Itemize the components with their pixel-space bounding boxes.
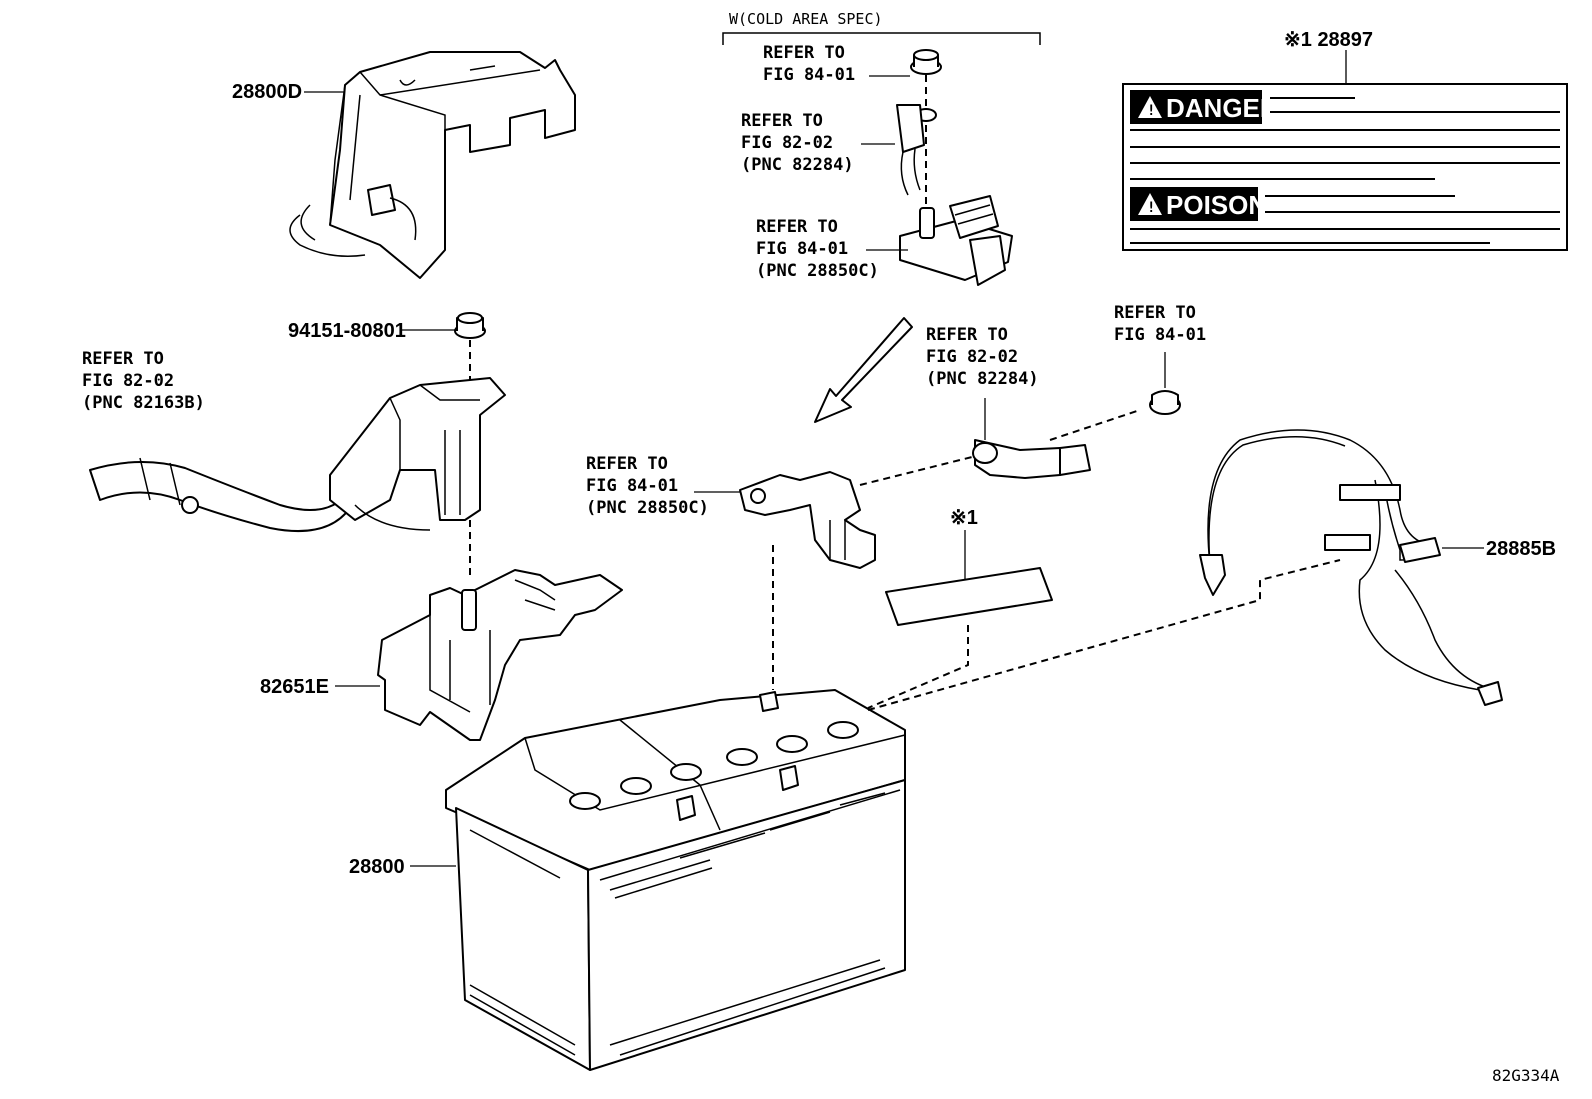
part-number-bolt: 94151-80801 — [288, 320, 406, 342]
warning-label-28897: ! DANGER ! POISON — [1122, 83, 1568, 251]
svg-text:FIG 84-01: FIG 84-01 — [763, 65, 855, 85]
callout-right-nut: REFER TO FIG 84-01 — [1114, 303, 1206, 345]
mid-cable-end — [972, 439, 1091, 479]
svg-text:(PNC 28850C): (PNC 28850C) — [586, 498, 709, 518]
svg-text:(PNC 28850C): (PNC 28850C) — [756, 261, 879, 281]
svg-text:FIG 82-02: FIG 82-02 — [741, 133, 833, 153]
cold-area-spec-label: W(COLD AREA SPEC) — [729, 10, 883, 28]
cold-spec-nut — [910, 49, 942, 75]
callout-left-harness: REFER TO FIG 82-02 (PNC 82163B) — [82, 349, 205, 413]
positive-harness — [89, 377, 506, 532]
danger-text: DANGER — [1166, 93, 1279, 123]
svg-text:REFER TO: REFER TO — [1114, 303, 1196, 323]
caution-label-part: ※1 — [885, 507, 1053, 626]
svg-text:REFER TO: REFER TO — [763, 43, 845, 63]
warning-triangle-icon — [1138, 96, 1162, 118]
svg-text:(PNC 82284): (PNC 82284) — [741, 155, 854, 175]
diagram-code: 82G334A — [1492, 1066, 1560, 1085]
svg-text:REFER TO: REFER TO — [82, 349, 164, 369]
bolt-94151 — [454, 312, 486, 339]
svg-text:(PNC 82284): (PNC 82284) — [926, 369, 1039, 389]
svg-text:REFER TO: REFER TO — [756, 217, 838, 237]
callout-top-nut: REFER TO FIG 84-01 — [763, 43, 855, 85]
part-number-label: ※1 28897 — [1284, 29, 1373, 51]
callout-top-cable: REFER TO FIG 82-02 (PNC 82284) — [741, 111, 854, 175]
warning-triangle-icon — [1138, 193, 1162, 215]
right-nut — [1149, 390, 1181, 415]
svg-text:REFER TO: REFER TO — [926, 325, 1008, 345]
svg-text:FIG 82-02: FIG 82-02 — [82, 371, 174, 391]
callout-mid-clamp: REFER TO FIG 84-01 (PNC 28850C) — [586, 454, 709, 518]
svg-text:FIG 84-01: FIG 84-01 — [586, 476, 678, 496]
svg-text:FIG 84-01: FIG 84-01 — [1114, 325, 1206, 345]
terminal-block-82651E — [377, 569, 623, 741]
svg-text:FIG 84-01: FIG 84-01 — [756, 239, 848, 259]
part-number-battery: 28800 — [349, 856, 405, 878]
svg-text:FIG 82-02: FIG 82-02 — [926, 347, 1018, 367]
cold-area-spec-group: W(COLD AREA SPEC) — [722, 10, 1041, 45]
part-number-cover: 28800D — [232, 81, 302, 103]
svg-text:REFER TO: REFER TO — [586, 454, 668, 474]
part-number-terminal-block: 82651E — [260, 676, 329, 698]
cold-spec-cable-end — [896, 104, 937, 196]
part-number-vent-hose: 28885B — [1486, 538, 1556, 560]
battery-cover — [289, 51, 576, 279]
mid-terminal-clamp — [739, 471, 876, 569]
cold-spec-clamp — [899, 195, 1013, 286]
label-ref-mark: ※1 — [950, 507, 978, 529]
battery-28800 — [445, 689, 906, 1071]
callout-top-clamp: REFER TO FIG 84-01 (PNC 28850C) — [756, 217, 879, 281]
svg-text:!: ! — [1147, 103, 1155, 119]
poison-text: POISON — [1166, 190, 1267, 220]
direction-arrow — [814, 317, 913, 423]
svg-text:REFER TO: REFER TO — [741, 111, 823, 131]
svg-text:!: ! — [1147, 200, 1155, 216]
vent-hose — [1199, 429, 1503, 706]
svg-text:(PNC 82163B): (PNC 82163B) — [82, 393, 205, 413]
callout-mid-cable: REFER TO FIG 82-02 (PNC 82284) — [926, 325, 1039, 389]
